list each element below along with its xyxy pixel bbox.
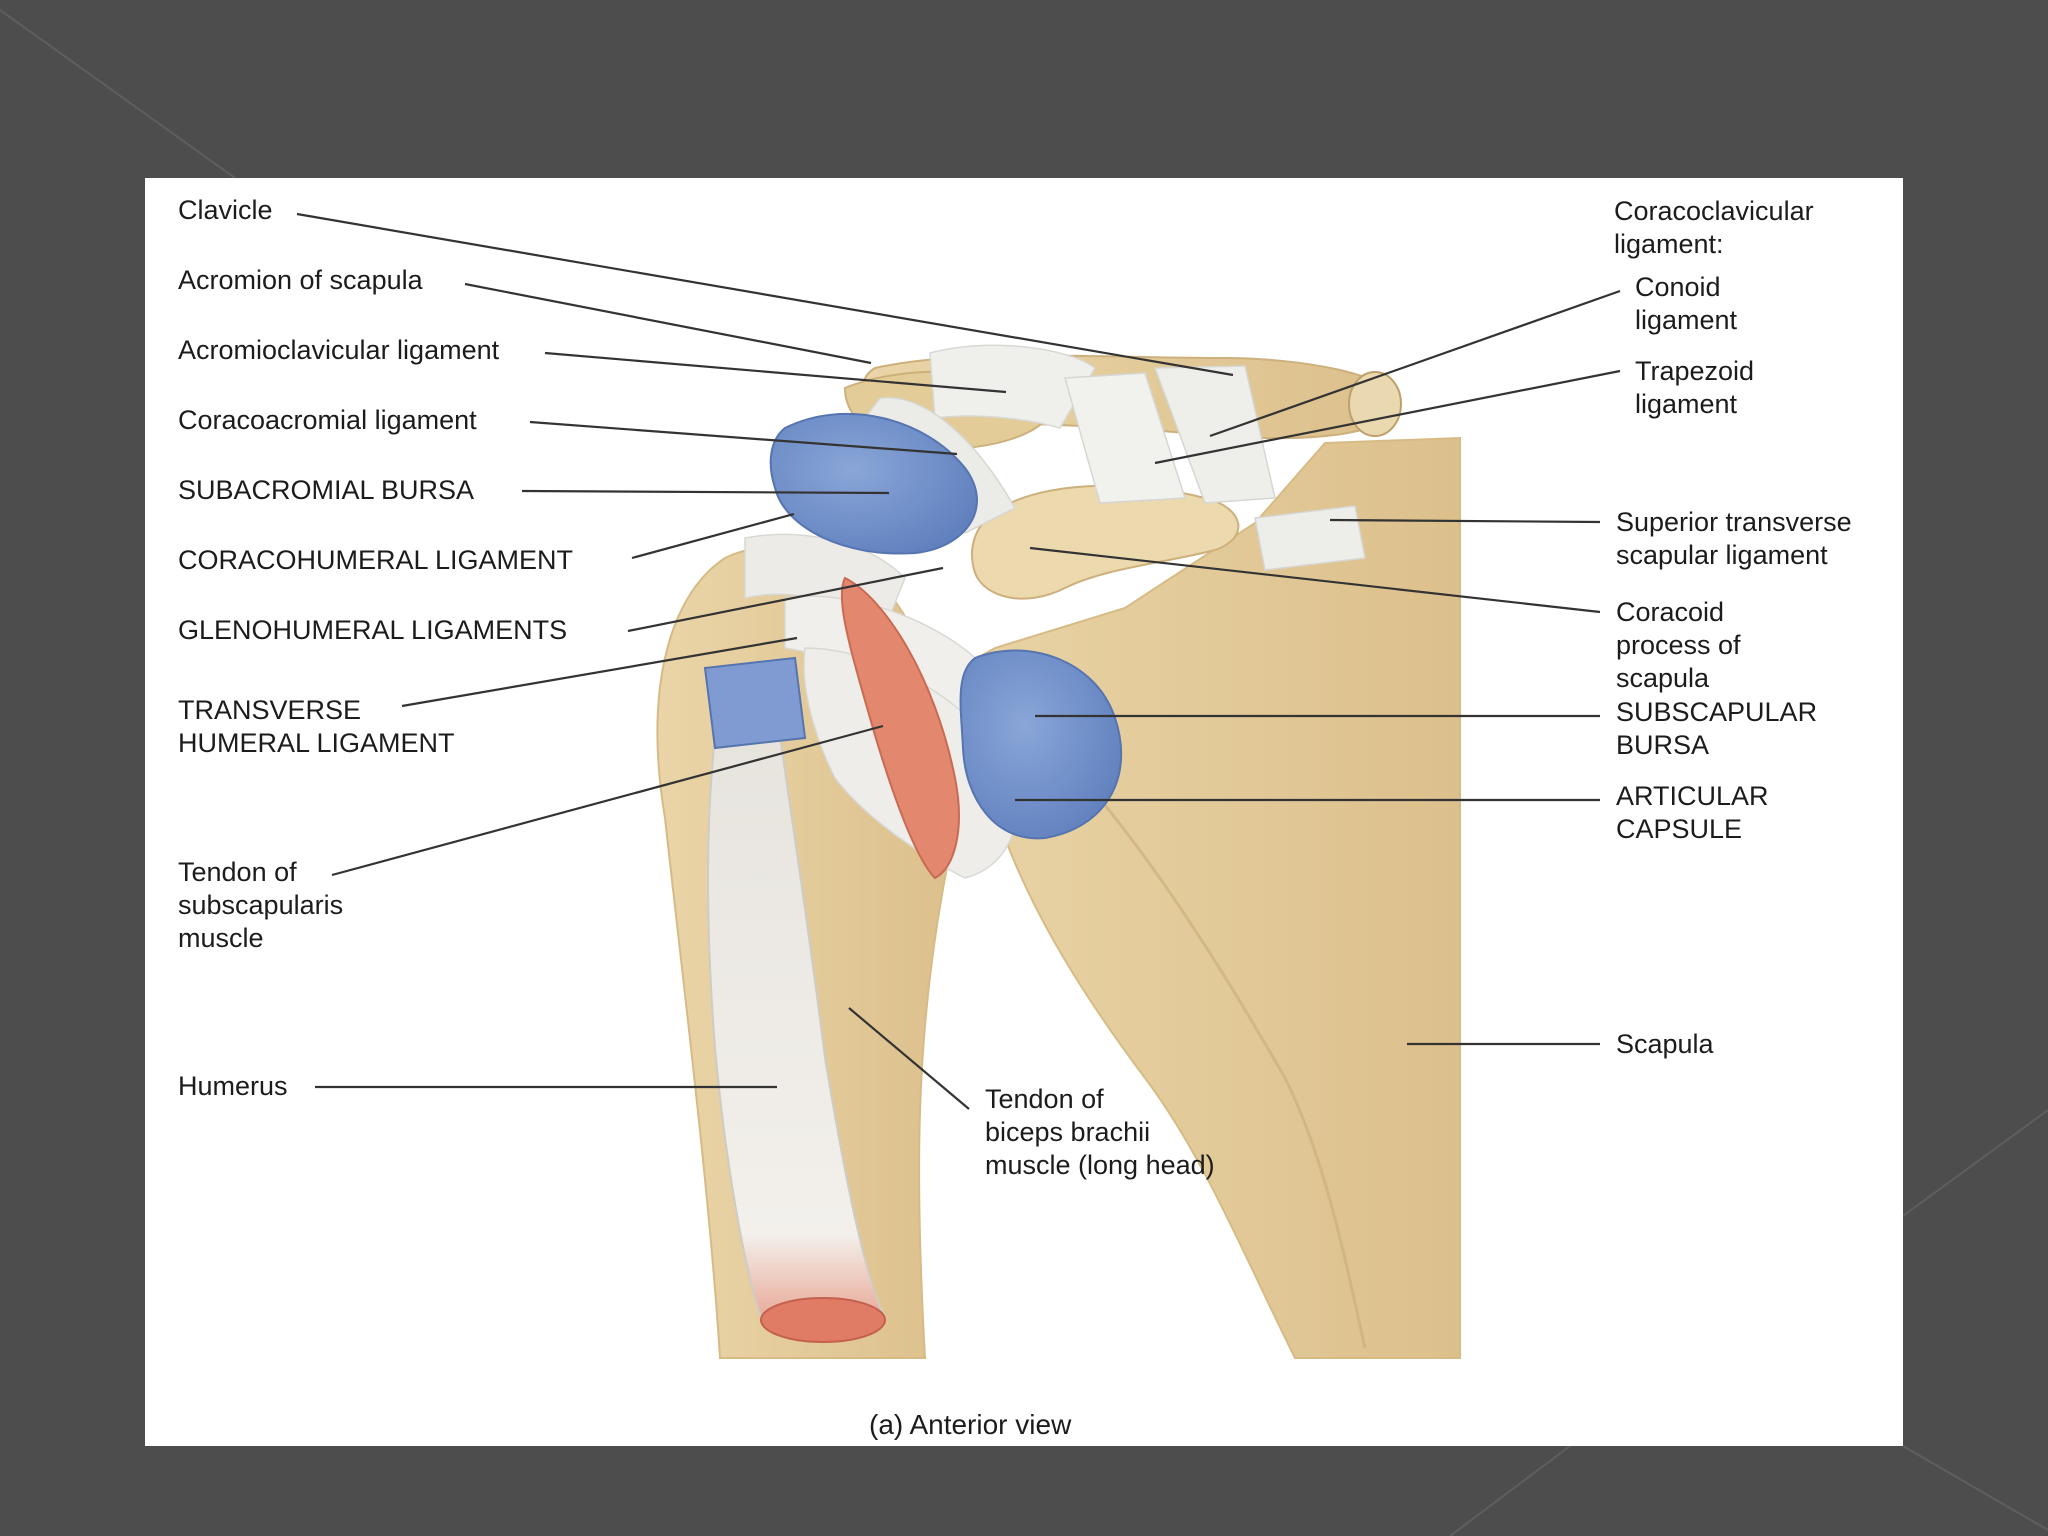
trapezoid-ligament-shape bbox=[1064, 372, 1187, 504]
clavicle-cut-end bbox=[1348, 371, 1402, 437]
transverse-humeral-ligament-shape bbox=[703, 656, 807, 750]
leader-coracoacromial bbox=[529, 420, 958, 456]
label-coracohumeral-ligament: CORACOHUMERAL LIGAMENT bbox=[178, 545, 574, 575]
background-diagonal-top-left bbox=[0, 9, 236, 179]
label-tendon-of-subscapularis: Tendon of subscapularis muscle bbox=[178, 857, 344, 953]
scapula-ridge bbox=[1043, 736, 1367, 1349]
leader-acromion bbox=[464, 282, 872, 365]
subacromial-bursa-shape bbox=[769, 412, 978, 555]
leader-conoid bbox=[1209, 289, 1621, 438]
leader-lines bbox=[296, 212, 1621, 1110]
label-humerus: Humerus bbox=[178, 1071, 288, 1101]
label-glenohumeral-ligaments: GLENOHUMERAL LIGAMENTS bbox=[178, 615, 568, 645]
subscapular-bursa-shape bbox=[959, 649, 1123, 840]
leader-acromioclavicular bbox=[544, 351, 1007, 394]
label-coracoacromial-ligament: Coracoacromial ligament bbox=[178, 405, 477, 435]
leader-transverse-humeral bbox=[401, 636, 798, 708]
leader-coracoid bbox=[1029, 546, 1601, 614]
label-superior-transverse-scapular-ligament: Superior transverse scapular ligament bbox=[1616, 507, 1852, 570]
background-diagonal-bottom-right-2 bbox=[1902, 1445, 2048, 1531]
label-subscapular-bursa: SUBSCAPULAR BURSA bbox=[1616, 697, 1818, 760]
label-acromioclavicular-ligament: Acromioclavicular ligament bbox=[178, 335, 500, 365]
label-clavicle: Clavicle bbox=[178, 195, 273, 225]
superior-transverse-ligament-shape bbox=[1254, 505, 1366, 571]
shoulder-joint-illustration bbox=[296, 212, 1621, 1359]
label-trapezoid-ligament: Trapezoid ligament bbox=[1635, 356, 1755, 419]
leader-trapezoid bbox=[1154, 369, 1621, 465]
acromioclavicular-ligament-shape bbox=[929, 344, 1096, 429]
label-transverse-humeral-ligament: TRANSVERSE HUMERAL LIGAMENT bbox=[178, 695, 455, 758]
label-scapula: Scapula bbox=[1616, 1029, 1714, 1059]
leader-tendon-subscapularis bbox=[331, 724, 884, 877]
label-articular-capsule: ARTICULAR CAPSULE bbox=[1616, 781, 1769, 844]
leader-superior-transverse bbox=[1329, 518, 1601, 524]
background-diagonal-bottom-center bbox=[1449, 1445, 1571, 1536]
leader-clavicle bbox=[296, 212, 1234, 377]
biceps-tendon-cut-end bbox=[760, 1297, 886, 1343]
label-subacromial-bursa: SUBACROMIAL BURSA bbox=[178, 475, 475, 505]
leader-glenohumeral bbox=[627, 566, 944, 633]
leader-tendon-biceps bbox=[848, 1007, 970, 1110]
figure-caption: (a) Anterior view bbox=[869, 1409, 1072, 1440]
label-conoid-ligament: Conoid ligament bbox=[1635, 272, 1738, 335]
subscapularis-cut-surface bbox=[840, 576, 960, 880]
anatomy-figure-panel: Clavicle Acromion of scapula Acromioclav… bbox=[145, 178, 1903, 1446]
label-acromion-of-scapula: Acromion of scapula bbox=[178, 265, 423, 295]
label-coracoid-process: Coracoid process of scapula bbox=[1616, 597, 1741, 693]
label-coracoclavicular-ligament: Coracoclavicular ligament: bbox=[1614, 196, 1814, 259]
leader-subacromial-bursa bbox=[521, 489, 890, 495]
label-tendon-of-biceps-brachii: Tendon of biceps brachii muscle (long he… bbox=[985, 1084, 1215, 1180]
leader-coracohumeral bbox=[631, 512, 795, 560]
